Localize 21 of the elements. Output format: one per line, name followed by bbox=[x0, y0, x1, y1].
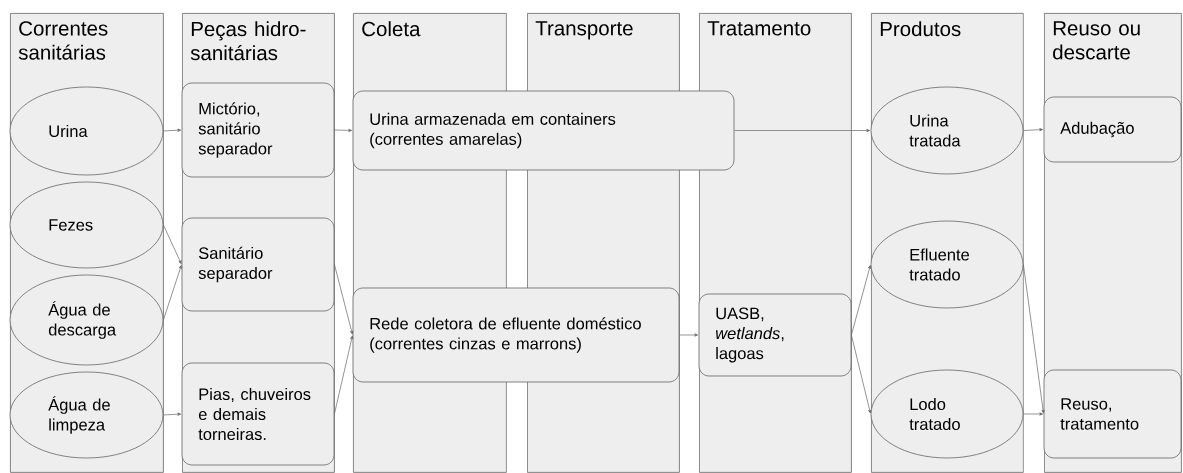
arrow bbox=[851, 265, 872, 336]
arrow bbox=[734, 128, 870, 133]
process-box: Pias, chuveiros e demais torneiras. bbox=[181, 362, 335, 466]
process-box: UASB, wetlands, lagoas bbox=[698, 293, 852, 377]
process-box: Reuso, tratamento bbox=[1043, 369, 1182, 459]
process-box: Mictório, sanitário separador bbox=[181, 82, 335, 178]
process-box: Rede coletora de efluente doméstico (correntes cinzas e marrons) bbox=[352, 287, 680, 383]
process-box: Urina armazenada em containers (correntes amarelas) bbox=[352, 90, 735, 171]
arrow bbox=[1023, 128, 1043, 132]
arrow bbox=[851, 334, 872, 414]
arrow bbox=[334, 128, 353, 132]
arrow bbox=[1023, 264, 1045, 414]
process-box: Sanitário separador bbox=[181, 217, 335, 312]
process-box: Adubação bbox=[1043, 96, 1182, 163]
arrow bbox=[334, 335, 354, 415]
arrow bbox=[163, 265, 182, 321]
arrow bbox=[163, 128, 181, 132]
arrow bbox=[334, 264, 354, 335]
arrow bbox=[163, 412, 181, 416]
arrow bbox=[679, 333, 698, 337]
arrow bbox=[1023, 412, 1043, 416]
